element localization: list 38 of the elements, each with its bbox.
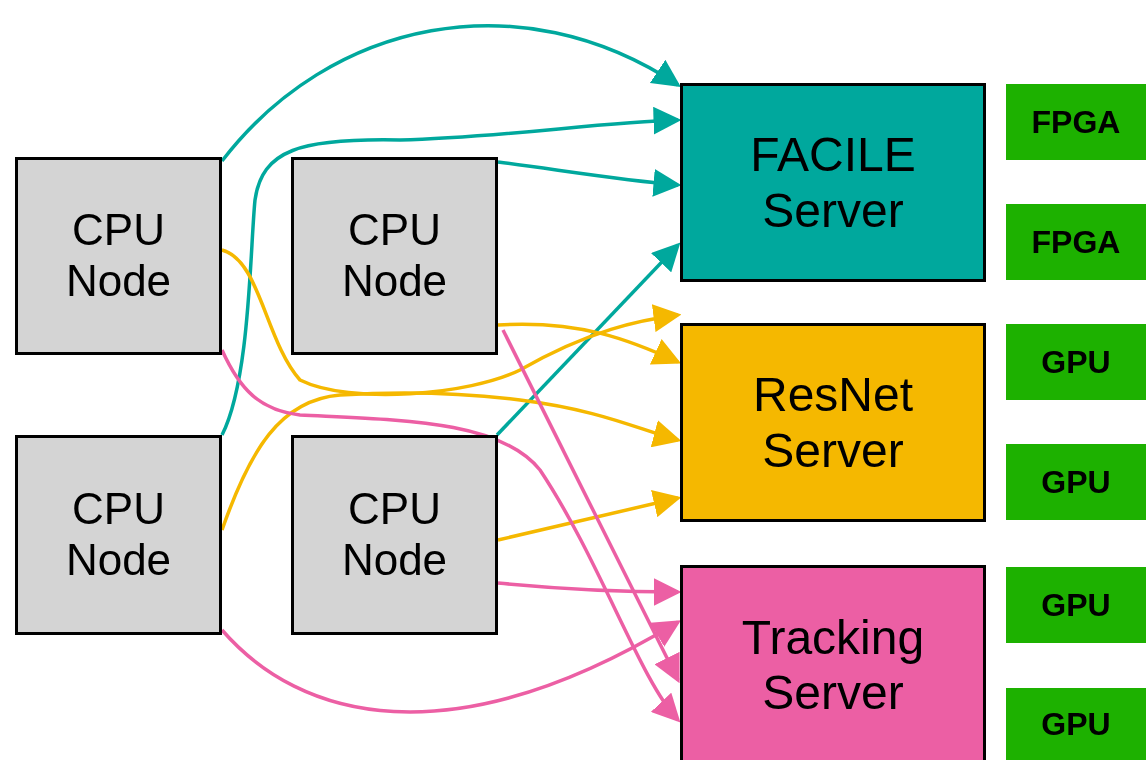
node-label: GPU	[1041, 705, 1111, 744]
node-label: CPU Node	[64, 205, 173, 307]
arrow	[221, 248, 682, 397]
arrow	[497, 322, 682, 365]
node-label: Tracking Server	[740, 609, 926, 721]
arrow	[220, 106, 682, 436]
accelerator-box	[1006, 444, 1146, 520]
server-box	[680, 565, 986, 760]
node-label: CPU Node	[64, 484, 173, 586]
arrow	[220, 620, 682, 714]
server-box	[680, 323, 986, 522]
arrow	[495, 242, 681, 437]
node-label: CPU Node	[340, 484, 449, 586]
arrow	[220, 24, 682, 163]
server-box	[680, 83, 986, 282]
accelerator-box	[1006, 84, 1146, 160]
node-label: FACILE Server	[749, 127, 917, 238]
accelerator-box	[1006, 688, 1146, 760]
cpu-node-box	[291, 435, 498, 635]
accelerator-box	[1006, 324, 1146, 400]
node-label: ResNet Server	[751, 367, 915, 478]
arrow	[497, 489, 682, 542]
accelerator-box	[1006, 567, 1146, 643]
arrow	[220, 349, 681, 723]
cpu-node-box	[291, 157, 498, 355]
node-label: GPU	[1041, 586, 1111, 625]
node-label: FPGA	[1031, 103, 1121, 142]
arrow	[501, 329, 680, 684]
arrow	[497, 160, 682, 197]
arrow	[220, 391, 682, 531]
arrow	[497, 577, 682, 606]
node-label: GPU	[1041, 463, 1111, 502]
node-label: GPU	[1041, 343, 1111, 382]
cpu-node-box	[15, 435, 222, 635]
node-label: FPGA	[1031, 223, 1121, 262]
cpu-node-box	[15, 157, 222, 355]
node-label: CPU Node	[340, 205, 449, 307]
accelerator-box	[1006, 204, 1146, 280]
